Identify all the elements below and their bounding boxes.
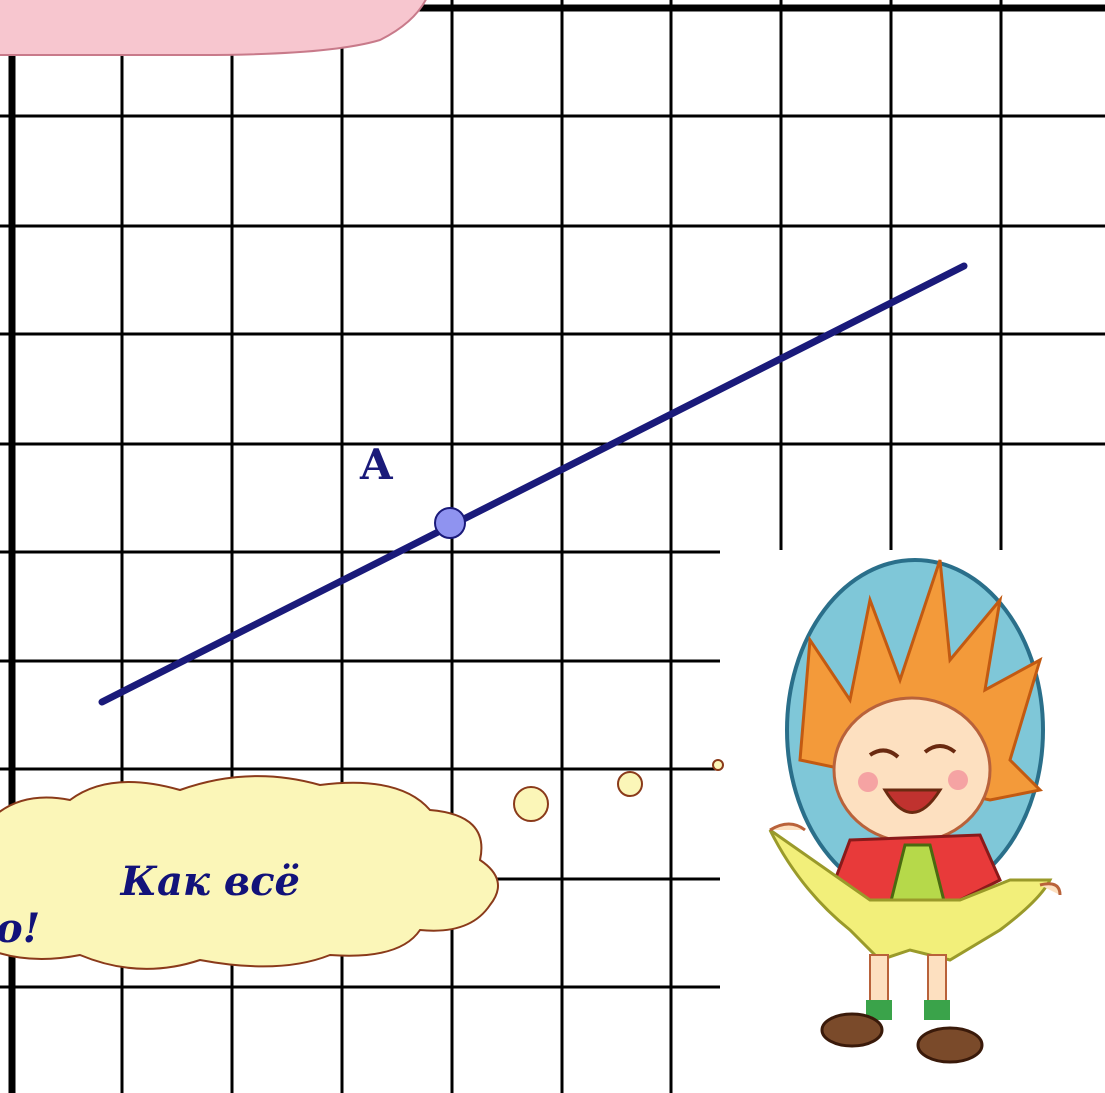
thought-bubble-circles: [513, 759, 724, 822]
point-a: [434, 507, 466, 539]
cloud-speech-bubble: [0, 775, 499, 970]
speech-text-line-1: Как всё: [120, 858, 300, 905]
straight-line: [98, 262, 968, 706]
character-illustration: [720, 550, 1105, 1093]
point-a-label: A: [360, 440, 393, 489]
speech-text-line-2: o!: [0, 905, 41, 952]
top-speech-bubble: [0, 0, 427, 56]
